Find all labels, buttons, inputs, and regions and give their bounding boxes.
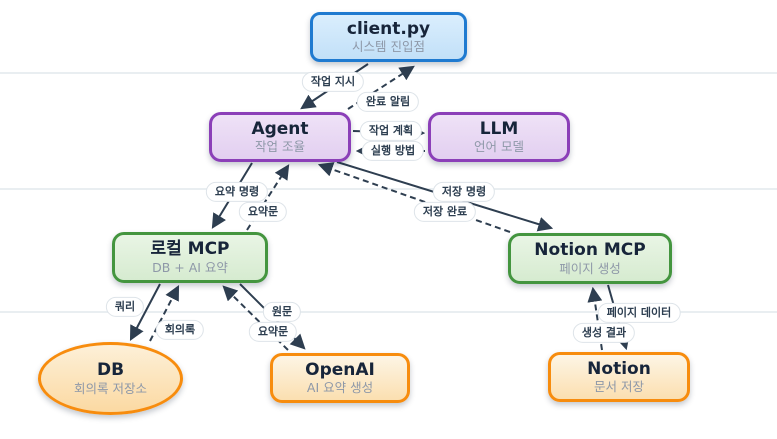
edge-label-summary-text: 요약문 [238, 201, 288, 223]
node-subtitle: 시스템 진입점 [352, 39, 425, 55]
node-title: LLM [479, 118, 519, 139]
row-separator-line [0, 188, 777, 190]
node-subtitle: 페이지 생성 [559, 260, 621, 276]
edge-label-done-notice: 완료 알림 [356, 91, 420, 113]
edge-local-mcp-to-db [129, 283, 161, 341]
node-subtitle: DB + AI 요약 [152, 259, 228, 275]
edge-label-minutes: 회의록 [155, 319, 205, 341]
row-separator-line [0, 311, 777, 313]
edge-label-task-plan: 작업 계획 [359, 120, 423, 142]
node-db: DB 회의록 저장소 [38, 342, 183, 415]
node-agent: Agent 작업 조율 [209, 112, 351, 162]
node-subtitle: 문서 저장 [594, 379, 644, 395]
edge-label-exec-method: 실행 방법 [361, 140, 425, 162]
node-notion: Notion 문서 저장 [548, 352, 690, 402]
row-separator-line [0, 72, 777, 74]
node-notion-mcp: Notion MCP 페이지 생성 [508, 233, 672, 284]
node-title: Notion [587, 358, 651, 379]
node-title: client.py [346, 18, 431, 39]
node-client-py: client.py 시스템 진입점 [310, 12, 467, 62]
edge-label-summary-command: 요약 명령 [205, 181, 269, 203]
node-openai: OpenAI AI 요약 생성 [270, 353, 410, 403]
node-local-mcp: 로컬 MCP DB + AI 요약 [112, 232, 268, 283]
node-title: 로컬 MCP [150, 239, 230, 260]
edge-db-to-local-mcp [149, 285, 180, 342]
node-subtitle: 언어 모델 [474, 139, 524, 155]
node-subtitle: 회의록 저장소 [74, 380, 147, 396]
node-title: Agent [251, 118, 309, 139]
node-title: DB [96, 360, 125, 381]
edge-label-save-command: 저장 명령 [432, 181, 496, 203]
node-subtitle: 작업 조율 [255, 139, 305, 155]
edge-label-create-result: 생성 결과 [572, 322, 636, 344]
edge-notion-mcp-to-agent [317, 162, 511, 233]
node-title: OpenAI [305, 359, 375, 380]
edge-label-page-data: 페이지 데이터 [597, 302, 681, 324]
node-llm: LLM 언어 모델 [428, 112, 570, 162]
node-subtitle: AI 요약 생성 [306, 380, 374, 396]
edge-label-task-order: 작업 지시 [301, 71, 365, 93]
edge-label-query: 쿼리 [105, 296, 145, 318]
edge-label-source-text: 원문 [262, 301, 302, 323]
edge-label-save-done: 저장 완료 [413, 201, 477, 223]
edge-label-summary-result: 요약문 [248, 321, 298, 343]
node-title: Notion MCP [534, 240, 646, 261]
